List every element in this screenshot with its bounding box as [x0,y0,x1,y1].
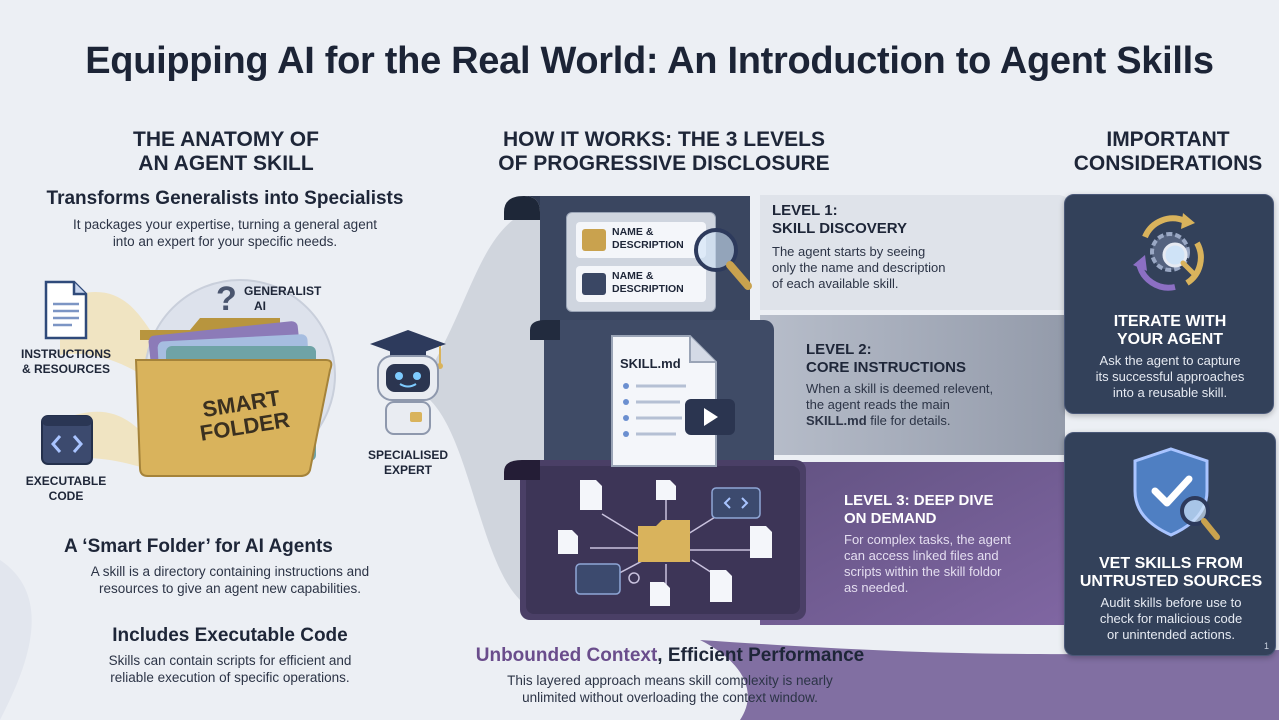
level1-body-line3: of each available skill. [772,276,899,291]
iterate-gear-icon [1133,213,1204,291]
executable-title: Includes Executable Code [112,625,348,646]
expert-label-line1: SPECIALISED [367,448,448,462]
instructions-label-line2: & RESOURCES [21,362,110,376]
considerations-heading: IMPORTANT CONSIDERATIONS [1062,128,1274,176]
levels-heading: HOW IT WORKS: THE 3 LEVELS OF PROGRESSIV… [478,128,850,176]
transform-body: It packages your expertise, turning a ge… [20,216,430,250]
level3-body-line2: can access linked files and [844,548,999,563]
iterate-body-line1: Ask the agent to capture [1099,353,1241,368]
level3-heading-line1: LEVEL 3: DEEP DIVE [844,492,994,509]
transform-title: Transforms Generalists into Specialists [46,188,404,209]
levels-heading-line2: OF PROGRESSIVE DISCLOSURE [498,152,830,175]
skill-md-label: SKILL.md [620,356,681,371]
iterate-title-line2: YOUR AGENT [1116,331,1224,348]
level2-body-line2: the agent reads the main [806,397,950,412]
instructions-label: INSTRUCTIONS & RESOURCES [6,347,126,377]
vet-body: Audit skills before use to check for mal… [1065,595,1277,643]
vet-body-line2: check for malicious code [1099,611,1243,626]
document-icon [44,280,88,340]
level3-body-line4: as needed. [844,580,909,595]
linked-files-network-icon [558,480,772,606]
level1-card-1-label: NAME & DESCRIPTION [612,226,684,252]
iterate-title: ITERATE WITH YOUR AGENT [1065,313,1275,349]
context-title-accent: Unbounded Context [475,645,658,666]
executable-body-line1: Skills can contain scripts for efficient… [108,653,352,668]
context-body-line1: This layered approach means skill comple… [507,673,833,688]
smart-folder-title: A ‘Smart Folder’ for AI Agents [64,536,333,557]
expert-label-line2: EXPERT [383,463,432,477]
page-title: Equipping AI for the Real World: An Intr… [85,40,1214,82]
play-video-icon [685,399,735,435]
anatomy-heading-line1: THE ANATOMY OF [133,128,319,151]
level3-heading-line2: ON DEMAND [844,510,937,527]
generalist-label-line2: AI [254,299,266,313]
level1-text: LEVEL 1: SKILL DISCOVERY The agent start… [772,202,1032,292]
iterate-card: ITERATE WITH YOUR AGENT Ask the agent to… [1064,194,1274,414]
context-title-rest: , Efficient Performance [657,645,865,666]
gold-swatch-icon [582,229,606,251]
context-body-line2: unlimited without overloading the contex… [522,690,818,705]
level2-heading-line1: LEVEL 2: [806,341,872,358]
code-window-icon [41,415,93,465]
smart-folder-body-line2: resources to give an agent new capabilit… [99,581,361,596]
anatomy-heading-line2: AN AGENT SKILL [138,152,314,175]
expert-label: SPECIALISED EXPERT [348,448,468,478]
level1-heading-line2: SKILL DISCOVERY [772,220,908,237]
level1-card-1: NAME & DESCRIPTION [576,222,706,258]
iterate-body-line3: into a reusable skill. [1112,385,1228,400]
considerations-heading-line1: IMPORTANT [1106,128,1230,151]
vet-title-line1: VET SKILLS FROM [1099,555,1243,572]
levels-heading-line1: HOW IT WORKS: THE 3 LEVELS [502,128,825,151]
corner-mark: 1 [1263,641,1269,651]
magnifier-icon [694,228,752,290]
vet-body-line1: Audit skills before use to [1100,595,1242,610]
executable-body-line2: reliable execution of specific operation… [110,670,350,685]
executable-body: Skills can contain scripts for efficient… [30,652,430,686]
vet-body-line3: or unintended actions. [1107,627,1235,642]
anatomy-heading: THE ANATOMY OF AN AGENT SKILL [96,128,356,176]
level1-card-1-line1: NAME & [612,226,654,238]
level1-body-line1: The agent starts by seeing [772,244,926,259]
iterate-body-line2: its successful approaches [1095,369,1245,384]
level1-body-line2: only the name and description [772,260,946,275]
code-label: EXECUTABLE CODE [6,474,126,504]
level1-heading-line1: LEVEL 1: [772,202,838,219]
level3-body-line1: For complex tasks, the agent [844,532,1011,547]
smart-folder-body: A skill is a directory containing instru… [30,563,430,597]
iterate-body: Ask the agent to capture its successful … [1065,353,1275,401]
code-label-line1: EXECUTABLE [25,474,107,488]
vet-title: VET SKILLS FROM UNTRUSTED SOURCES [1065,555,1277,591]
transform-body-line1: It packages your expertise, turning a ge… [73,217,377,232]
level2-heading-line2: CORE INSTRUCTIONS [806,359,967,376]
instructions-label-line1: INSTRUCTIONS [21,347,111,361]
level2-text: LEVEL 2: CORE INSTRUCTIONS When a skill … [806,341,1056,429]
smart-folder-body-line1: A skill is a directory containing instru… [90,564,370,579]
considerations-heading-line2: CONSIDERATIONS [1073,152,1263,175]
iterate-title-line1: ITERATE WITH [1113,313,1227,330]
level1-card-1-line2: DESCRIPTION [612,239,684,251]
level3-body-line3: scripts within the skill foldor [844,564,1002,579]
level3-text: LEVEL 3: DEEP DIVE ON DEMAND For complex… [844,492,1064,596]
smart-folder-icon [134,318,333,477]
level2-body-line1: When a skill is deemed relevent, [806,381,994,396]
level2-body-bold: SKILL.md [806,413,867,428]
level2-body-rest: file for details. [866,413,951,428]
level1-card-2: NAME & DESCRIPTION [576,266,706,302]
generalist-label-line1: GENERALIST [244,284,322,298]
level1-card-2-line2: DESCRIPTION [612,283,684,295]
level1-card-2-line1: NAME & [612,270,654,282]
generalist-label: GENERALIST AI [244,284,344,314]
question-mark-icon: ? [216,280,237,318]
shield-check-icon [1133,447,1220,540]
navy-swatch-icon [582,273,606,295]
context-body: This layered approach means skill comple… [440,672,900,706]
vet-title-line2: UNTRUSTED SOURCES [1079,573,1263,590]
robot-expert-icon [370,330,446,435]
context-title: Unbounded Context, Efficient Performance [440,645,900,667]
vet-card: VET SKILLS FROM UNTRUSTED SOURCES Audit … [1064,432,1276,656]
level2-body-line3: SKILL.md file for details. [806,413,1056,429]
code-label-line2: CODE [48,489,84,503]
transform-body-line2: into an expert for your specific needs. [112,234,338,249]
level1-card-2-label: NAME & DESCRIPTION [612,270,684,296]
